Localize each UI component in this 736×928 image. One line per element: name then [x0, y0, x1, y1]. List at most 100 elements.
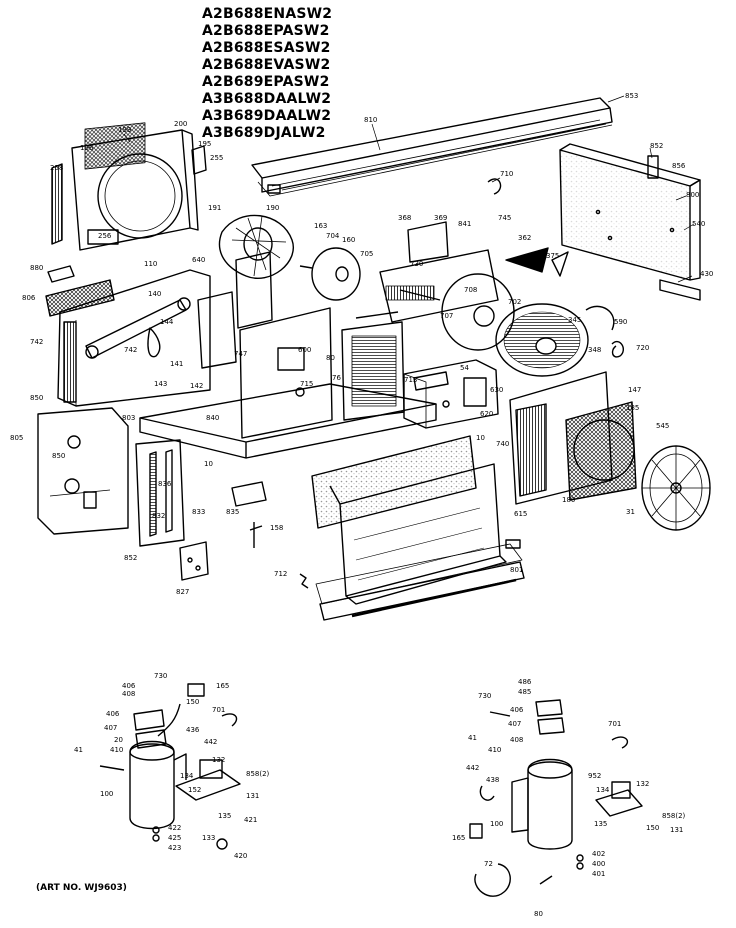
- part-number-label: 406: [106, 710, 120, 718]
- small-bracket-part: [231, 481, 267, 507]
- part-number-label: 142: [190, 382, 203, 390]
- part-number-label: 375: [546, 252, 559, 260]
- art-number: (ART NO. WJ9603): [36, 883, 127, 893]
- part-number-label: 407: [508, 720, 521, 728]
- part-number-label: 805: [10, 434, 23, 442]
- part-number-label: 745: [498, 214, 511, 222]
- part-number-label: 165: [216, 682, 229, 690]
- part-number-label: 730: [154, 672, 167, 680]
- part-number-label: 160: [342, 236, 355, 244]
- part-number-label: 430: [700, 270, 713, 278]
- part-number-label: 141: [170, 360, 183, 368]
- part-number-label: 705: [360, 250, 373, 258]
- part-number-label: 853: [625, 92, 638, 100]
- part-number-label: 810: [364, 116, 377, 124]
- top-cover-rail-part: [251, 97, 613, 197]
- evaporator-coil-part: [57, 269, 211, 407]
- part-number-label: 832: [152, 512, 165, 520]
- part-number-label: 100: [490, 820, 503, 828]
- part-number-label: 54: [460, 364, 469, 372]
- part-number-label: 712: [274, 570, 287, 578]
- part-number-label: 401: [592, 870, 605, 878]
- part-number-label: 133: [202, 834, 215, 842]
- part-number-label: 841: [458, 220, 471, 228]
- part-number-label: 31: [626, 508, 635, 516]
- part-number-label: 852: [650, 142, 663, 150]
- part-number-label: 742: [124, 346, 137, 354]
- part-number-label: 362: [518, 234, 531, 242]
- part-number-label: 348: [588, 346, 601, 354]
- part-number-label: 486: [518, 678, 532, 686]
- part-number-label: 256: [98, 232, 112, 240]
- part-number-label: 20: [114, 736, 123, 744]
- control-bracket-part: [379, 221, 569, 323]
- part-number-label: 540: [692, 220, 705, 228]
- part-number-label: 368: [398, 214, 411, 222]
- part-number-label: 150: [186, 698, 199, 706]
- part-number-label: 620: [480, 410, 493, 418]
- part-number-label: 438: [486, 776, 499, 784]
- part-number-label: 425: [168, 834, 181, 842]
- part-number-label: 740: [496, 440, 509, 448]
- part-number-label: 858(2): [246, 770, 270, 778]
- part-number-label: 707: [440, 312, 453, 320]
- center-partition-part: [197, 251, 333, 439]
- part-number-label: 852: [124, 554, 137, 562]
- part-number-label: 801: [510, 566, 523, 574]
- part-label-group: 853 810 852 856 710 800 540 430 199 200 …: [10, 92, 713, 918]
- part-number-label: 600: [298, 346, 311, 354]
- part-number-label: 147: [628, 386, 641, 394]
- part-number-label: 856: [672, 162, 686, 170]
- model-number: A2B688EVASW2: [202, 57, 331, 73]
- part-number-label: 135: [218, 812, 231, 820]
- part-number-label: 720: [636, 344, 649, 352]
- part-number-label: 442: [204, 738, 217, 746]
- part-number-label: 200: [174, 120, 187, 128]
- part-number-label: 132: [212, 756, 225, 764]
- fan-guard-part: [641, 445, 711, 531]
- part-number-label: 140: [148, 290, 161, 298]
- fastener-part: [249, 522, 309, 589]
- part-number-label: 185: [626, 404, 639, 412]
- part-number-label: 420: [234, 852, 247, 860]
- part-number-label: 836: [158, 480, 172, 488]
- part-number-label: 730: [478, 692, 491, 700]
- part-number-label: 850: [30, 394, 43, 402]
- mounting-plate-part: [179, 541, 209, 581]
- condenser-coil-part: [509, 371, 637, 505]
- part-number-label: 345: [568, 316, 581, 324]
- part-number-label: 165: [452, 834, 465, 842]
- part-number-label: 131: [670, 826, 683, 834]
- model-number: A3B689DJALW2: [202, 125, 326, 141]
- part-number-label: 442: [466, 764, 479, 772]
- filter-part: [45, 265, 115, 317]
- part-number-label: 708: [464, 286, 477, 294]
- part-number-label: 76: [332, 374, 341, 382]
- model-number: A3B689DAALW2: [202, 108, 332, 124]
- part-number-label: 195: [198, 140, 211, 148]
- model-number: A2B688ESASW2: [202, 40, 331, 56]
- part-number-label: 190: [266, 204, 279, 212]
- compressor-base-part: [403, 359, 499, 429]
- part-number-label: 150: [646, 824, 659, 832]
- part-number-label: 132: [636, 780, 649, 788]
- part-number-label: 701: [212, 706, 225, 714]
- part-number-label: 730: [410, 260, 423, 268]
- part-number-label: 952: [588, 772, 601, 780]
- condenser-fan-scroll-part: [399, 273, 515, 351]
- part-number-label: 422: [168, 824, 181, 832]
- part-number-label: 590: [614, 318, 627, 326]
- compressor-assembly-right-part: [469, 699, 643, 897]
- part-number-label: 713: [404, 376, 417, 384]
- part-number-label: 485: [518, 688, 531, 696]
- blower-wheel-part: [218, 214, 294, 279]
- part-number-label: 80: [534, 910, 543, 918]
- part-number-label: 858(2): [662, 812, 686, 820]
- model-number-list: A2B688ENASW2 A2B688EPASW2 A2B688ESASW2 A…: [202, 6, 332, 142]
- leader-lines: [123, 95, 695, 283]
- part-number-label: 423: [168, 844, 181, 852]
- part-number-label: 134: [596, 786, 610, 794]
- part-number-label: 850: [52, 452, 65, 460]
- part-number-label: 134: [180, 772, 194, 780]
- part-number-label: 143: [154, 380, 167, 388]
